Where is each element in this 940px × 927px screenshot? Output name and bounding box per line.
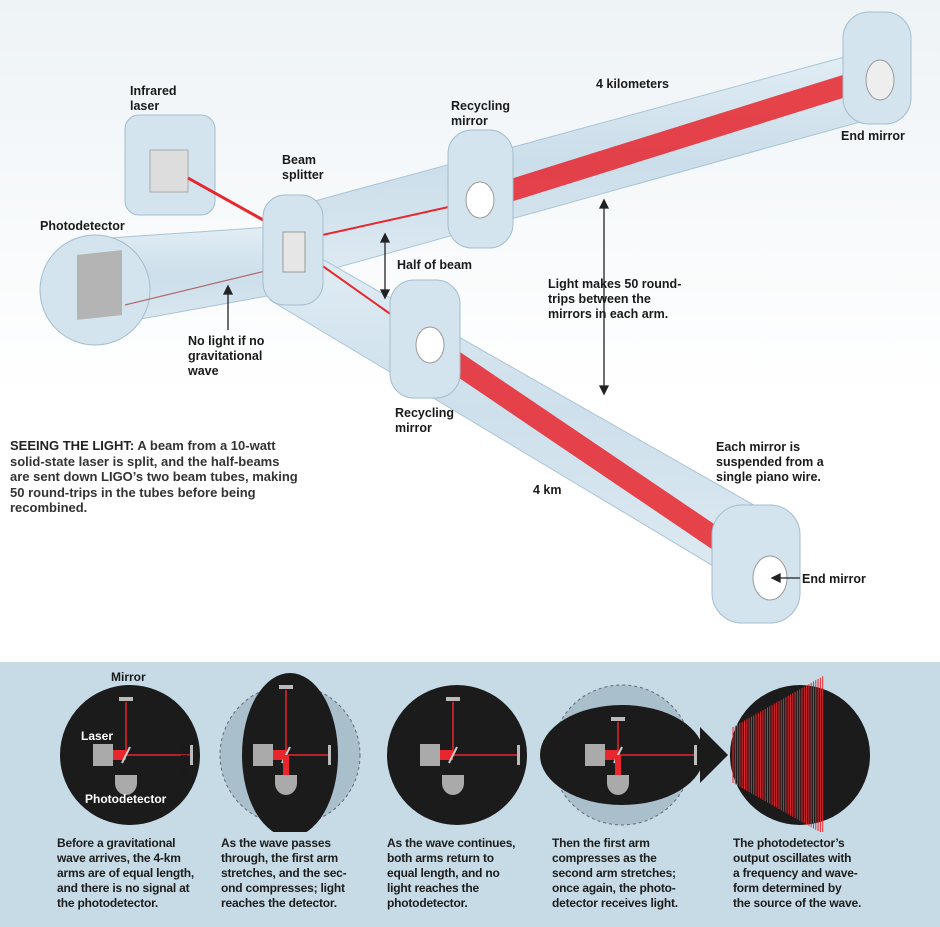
caption: SEEING THE LIGHT: A beam from a 10-watt …: [10, 438, 300, 516]
photodetector-icon: [275, 775, 297, 795]
end-mirror-housing-2: [711, 504, 801, 624]
photodetector-icon: [115, 775, 137, 795]
label-no-light: No light if no gravitational wave: [188, 334, 265, 378]
mirror-top-icon: [611, 717, 625, 721]
mirror-top-icon: [446, 697, 460, 701]
step-4-text: Then the first arm compresses as the sec…: [552, 836, 678, 910]
beam-splitter-icon: [448, 746, 458, 764]
arrow-icon: [700, 727, 728, 783]
label-4-kilometers: 4 kilometers: [596, 77, 669, 91]
label-each-mirror: Each mirror is suspended from a single p…: [716, 440, 824, 484]
end-mirror-arrow: [770, 572, 800, 584]
panel-label-laser: Laser: [81, 729, 114, 743]
beam-arm-2: [423, 335, 762, 575]
no-light-arrow: [222, 284, 234, 330]
end-mirror-1-icon: [865, 59, 895, 101]
label-half-of-beam: Half of beam: [397, 258, 473, 272]
mirror-right-icon: [328, 745, 331, 765]
beam-splitter-icon: [121, 746, 131, 764]
label-photodetector: Photodetector: [40, 219, 125, 233]
laser-beam: [113, 750, 126, 760]
laser-icon: [253, 744, 273, 766]
panel-label-mirror-top: Mirror: [111, 670, 146, 684]
label-recycling-mirror-bottom: Recycling mirror: [395, 406, 455, 435]
recycling-mirror-1-icon: [465, 181, 495, 219]
label-recycling-mirror-top: Recycling mirror: [451, 99, 511, 128]
half-beam-arrow: [379, 232, 391, 300]
beam-arm-1: [476, 67, 874, 211]
label-4-km: 4 km: [533, 483, 562, 497]
label-beam-splitter: Beam splitter: [282, 153, 324, 182]
detector-beam: [615, 755, 621, 775]
mirror-top-icon: [119, 697, 133, 701]
step-2-text: As the wave passes through, the first ar…: [221, 836, 347, 910]
round-trip-arrow: [598, 198, 610, 396]
step-3-text: As the wave continues, both arms return …: [387, 836, 516, 910]
photodetector-plate-icon: [77, 250, 122, 320]
detector-beam: [283, 755, 289, 775]
wave-sequence-illustration: [60, 673, 870, 832]
interferometer-illustration: [39, 11, 912, 624]
photodetector-icon: [442, 775, 464, 795]
label-end-mirror-bottom: End mirror: [802, 572, 866, 586]
photodetector-icon: [607, 775, 629, 795]
disc-2: [242, 673, 338, 832]
wave-sequence-panel: Mirror Mirror Laser Photodetector Before…: [0, 662, 940, 927]
panel-label-mirror-right: Mirror: [178, 744, 192, 779]
laser-icon: [585, 744, 605, 766]
label-end-mirror-top: End mirror: [841, 129, 905, 143]
step-5-text: The photodetector’s output oscillates wi…: [733, 836, 862, 910]
label-light-round-trips: Light makes 50 round- trips between the …: [548, 277, 682, 321]
recycling-mirror-2-icon: [415, 326, 445, 364]
mirror-right-icon: [694, 745, 697, 765]
caption-text: A beam from a 10-watt solid-state laser …: [10, 438, 298, 515]
step-1-text: Before a gravitational wave arrives, the…: [57, 836, 195, 910]
laser-icon: [93, 744, 113, 766]
mirror-right-icon: [517, 745, 520, 765]
laser-icon: [420, 744, 440, 766]
laser-beam: [605, 750, 618, 760]
mirror-top-icon: [279, 685, 293, 689]
beam-splitter-icon: [282, 231, 306, 273]
label-infrared-laser: Infrared laser: [130, 84, 177, 113]
laser-icon: [149, 149, 189, 193]
caption-heading: SEEING THE LIGHT:: [10, 438, 135, 453]
mirror-right-icon: [190, 745, 193, 765]
panel-label-photodetector: Photodetector: [85, 792, 167, 806]
laser-beam: [273, 750, 286, 760]
laser-beam: [440, 750, 453, 760]
ligo-diagram: Infrared laser Photodetector Beam splitt…: [0, 0, 940, 660]
